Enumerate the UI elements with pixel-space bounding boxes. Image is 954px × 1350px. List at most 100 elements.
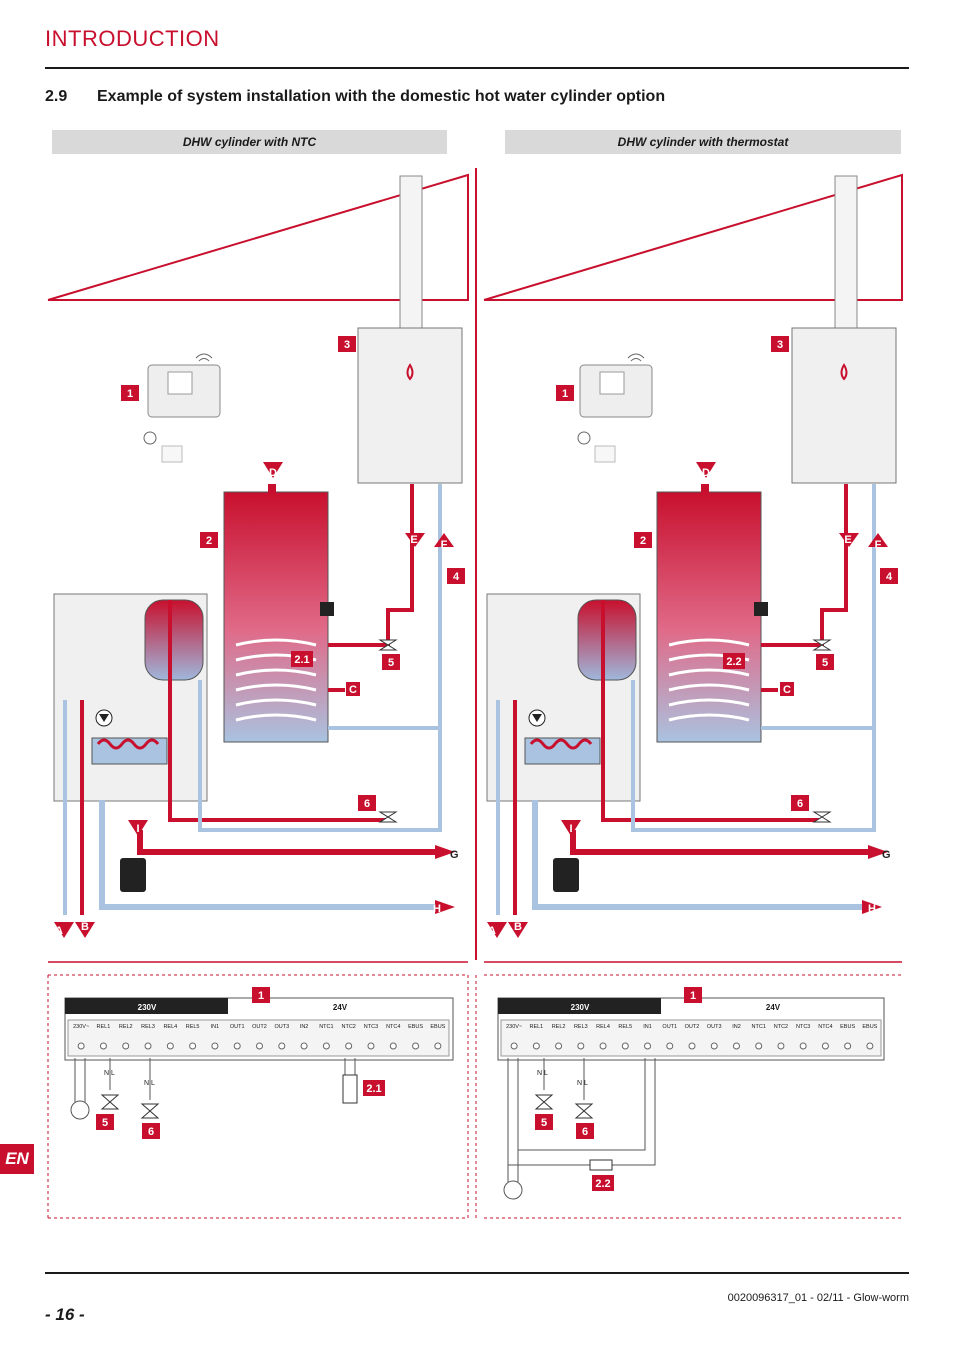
- callout-f: F: [441, 539, 448, 551]
- right-panel: 1 2 3 4 5 6 2.2 A B C D E F G H I: [483, 173, 903, 938]
- valve-6-icon: [812, 811, 832, 823]
- boiler-left: [357, 327, 463, 484]
- terminal-screw: [732, 1042, 740, 1050]
- page-number: - 16 -: [45, 1305, 85, 1324]
- expansion-vessel: [553, 858, 579, 892]
- terminal-screw: [77, 1042, 85, 1050]
- terminal-label: NTC1: [319, 1024, 333, 1030]
- terminal-screw: [666, 1042, 674, 1050]
- callout-e: E: [410, 534, 417, 546]
- terminal-screw: [577, 1042, 585, 1050]
- callout-2-1: 2.1: [366, 1083, 381, 1095]
- terminal-screw: [256, 1042, 263, 1050]
- callout-i: I: [136, 823, 139, 835]
- terminal-screw: [300, 1042, 308, 1050]
- callout-3: 3: [344, 339, 350, 351]
- terminal-screw: [389, 1042, 397, 1050]
- terminal-screw: [412, 1042, 420, 1050]
- callout-h: H: [433, 903, 441, 915]
- terminal-screw: [99, 1042, 107, 1050]
- terminal-label: 230V~: [73, 1024, 89, 1030]
- callout-c: C: [783, 684, 791, 696]
- callout-d: D: [269, 467, 277, 479]
- terminal-label: NTC4: [386, 1024, 400, 1030]
- terminal-screw: [322, 1042, 330, 1050]
- sensor-box: [161, 445, 183, 463]
- terminal-label: REL5: [618, 1024, 632, 1030]
- valve-6-wiring: [140, 1103, 160, 1119]
- callout-5: 5: [541, 1117, 547, 1129]
- terminal-screw: [866, 1042, 874, 1050]
- callout-1: 1: [562, 388, 568, 400]
- terminal-screw: [777, 1042, 785, 1050]
- callout-i: I: [569, 823, 572, 835]
- valve-6-icon: [378, 811, 398, 823]
- callout-2-2: 2.2: [726, 656, 741, 668]
- callout-1: 1: [127, 388, 133, 400]
- callout-5: 5: [822, 657, 828, 669]
- terminal-label: NTC2: [341, 1024, 355, 1030]
- callout-e: E: [844, 534, 851, 546]
- callout-4: 4: [453, 571, 460, 583]
- terminal-screw: [755, 1042, 763, 1050]
- cold-return-pipe: [631, 484, 876, 832]
- callout-2-1: 2.1: [294, 654, 309, 666]
- flue-left: [399, 175, 423, 329]
- valve-5-wiring: [534, 1094, 554, 1110]
- terminal-label: 230V~: [506, 1024, 522, 1030]
- label-nl: N L: [537, 1070, 548, 1077]
- callout-b: B: [81, 921, 89, 933]
- terminal-screw: [599, 1042, 607, 1050]
- terminal-screw: [688, 1042, 696, 1050]
- pipe-h: [99, 800, 435, 910]
- terminal-label: REL1: [529, 1024, 543, 1030]
- terminal-label: EBUS: [862, 1024, 877, 1030]
- terminal-label: REL4: [163, 1024, 177, 1030]
- valve-6-wiring: [574, 1103, 594, 1119]
- callout-5: 5: [102, 1117, 108, 1129]
- thermostat-switch-icon: [589, 1159, 613, 1171]
- terminal-screw: [621, 1042, 629, 1050]
- heating-coil: [668, 638, 750, 722]
- terminal-label: OUT1: [230, 1024, 245, 1030]
- left-panel: 1 2 3 4 5 6 2.1 A B C D E F G H I: [47, 173, 469, 938]
- roof-outline-left: [47, 173, 469, 301]
- terminal-screw: [189, 1042, 197, 1050]
- page-header-title: INTRODUCTION: [45, 26, 220, 51]
- callout-1: 1: [258, 990, 264, 1002]
- terminal-screw: [555, 1042, 563, 1050]
- callout-6: 6: [148, 1126, 154, 1138]
- roof-outline-right: [483, 173, 903, 301]
- power-supply-icon: [70, 1100, 90, 1120]
- label-nl: N L: [577, 1080, 588, 1087]
- terminal-screw: [367, 1042, 375, 1050]
- terminal-screw: [710, 1042, 718, 1050]
- terminal-label: REL3: [141, 1024, 155, 1030]
- terminal-screw: [278, 1042, 286, 1050]
- terminal-strip-left: 230V 24V 1 N L N L 5 6 2.1: [64, 987, 454, 1139]
- terminal-label: IN2: [732, 1024, 741, 1030]
- callout-2-2: 2.2: [595, 1178, 610, 1190]
- label-230v: 230V: [138, 1003, 157, 1012]
- terminal-screw: [144, 1042, 152, 1050]
- terminal-label: REL1: [97, 1024, 111, 1030]
- header-rule: [45, 67, 909, 69]
- callout-3: 3: [777, 339, 783, 351]
- callout-6: 6: [364, 798, 370, 810]
- expansion-vessel: [120, 858, 146, 892]
- left-panel-caption: DHW cylinder with NTC: [52, 130, 447, 154]
- terminal-label: EBUS: [408, 1024, 423, 1030]
- label-24v: 24V: [766, 1003, 781, 1012]
- section-number: 2.9: [45, 88, 68, 105]
- callout-b: B: [514, 921, 522, 933]
- callout-a: A: [55, 925, 63, 937]
- terminal-label: REL5: [186, 1024, 200, 1030]
- callout-g: G: [450, 849, 459, 861]
- terminal-screw: [434, 1042, 442, 1050]
- valve-5-wiring: [100, 1094, 120, 1110]
- terminal-screw: [166, 1042, 174, 1050]
- terminal-screw: [122, 1042, 130, 1050]
- callout-g: G: [882, 849, 891, 861]
